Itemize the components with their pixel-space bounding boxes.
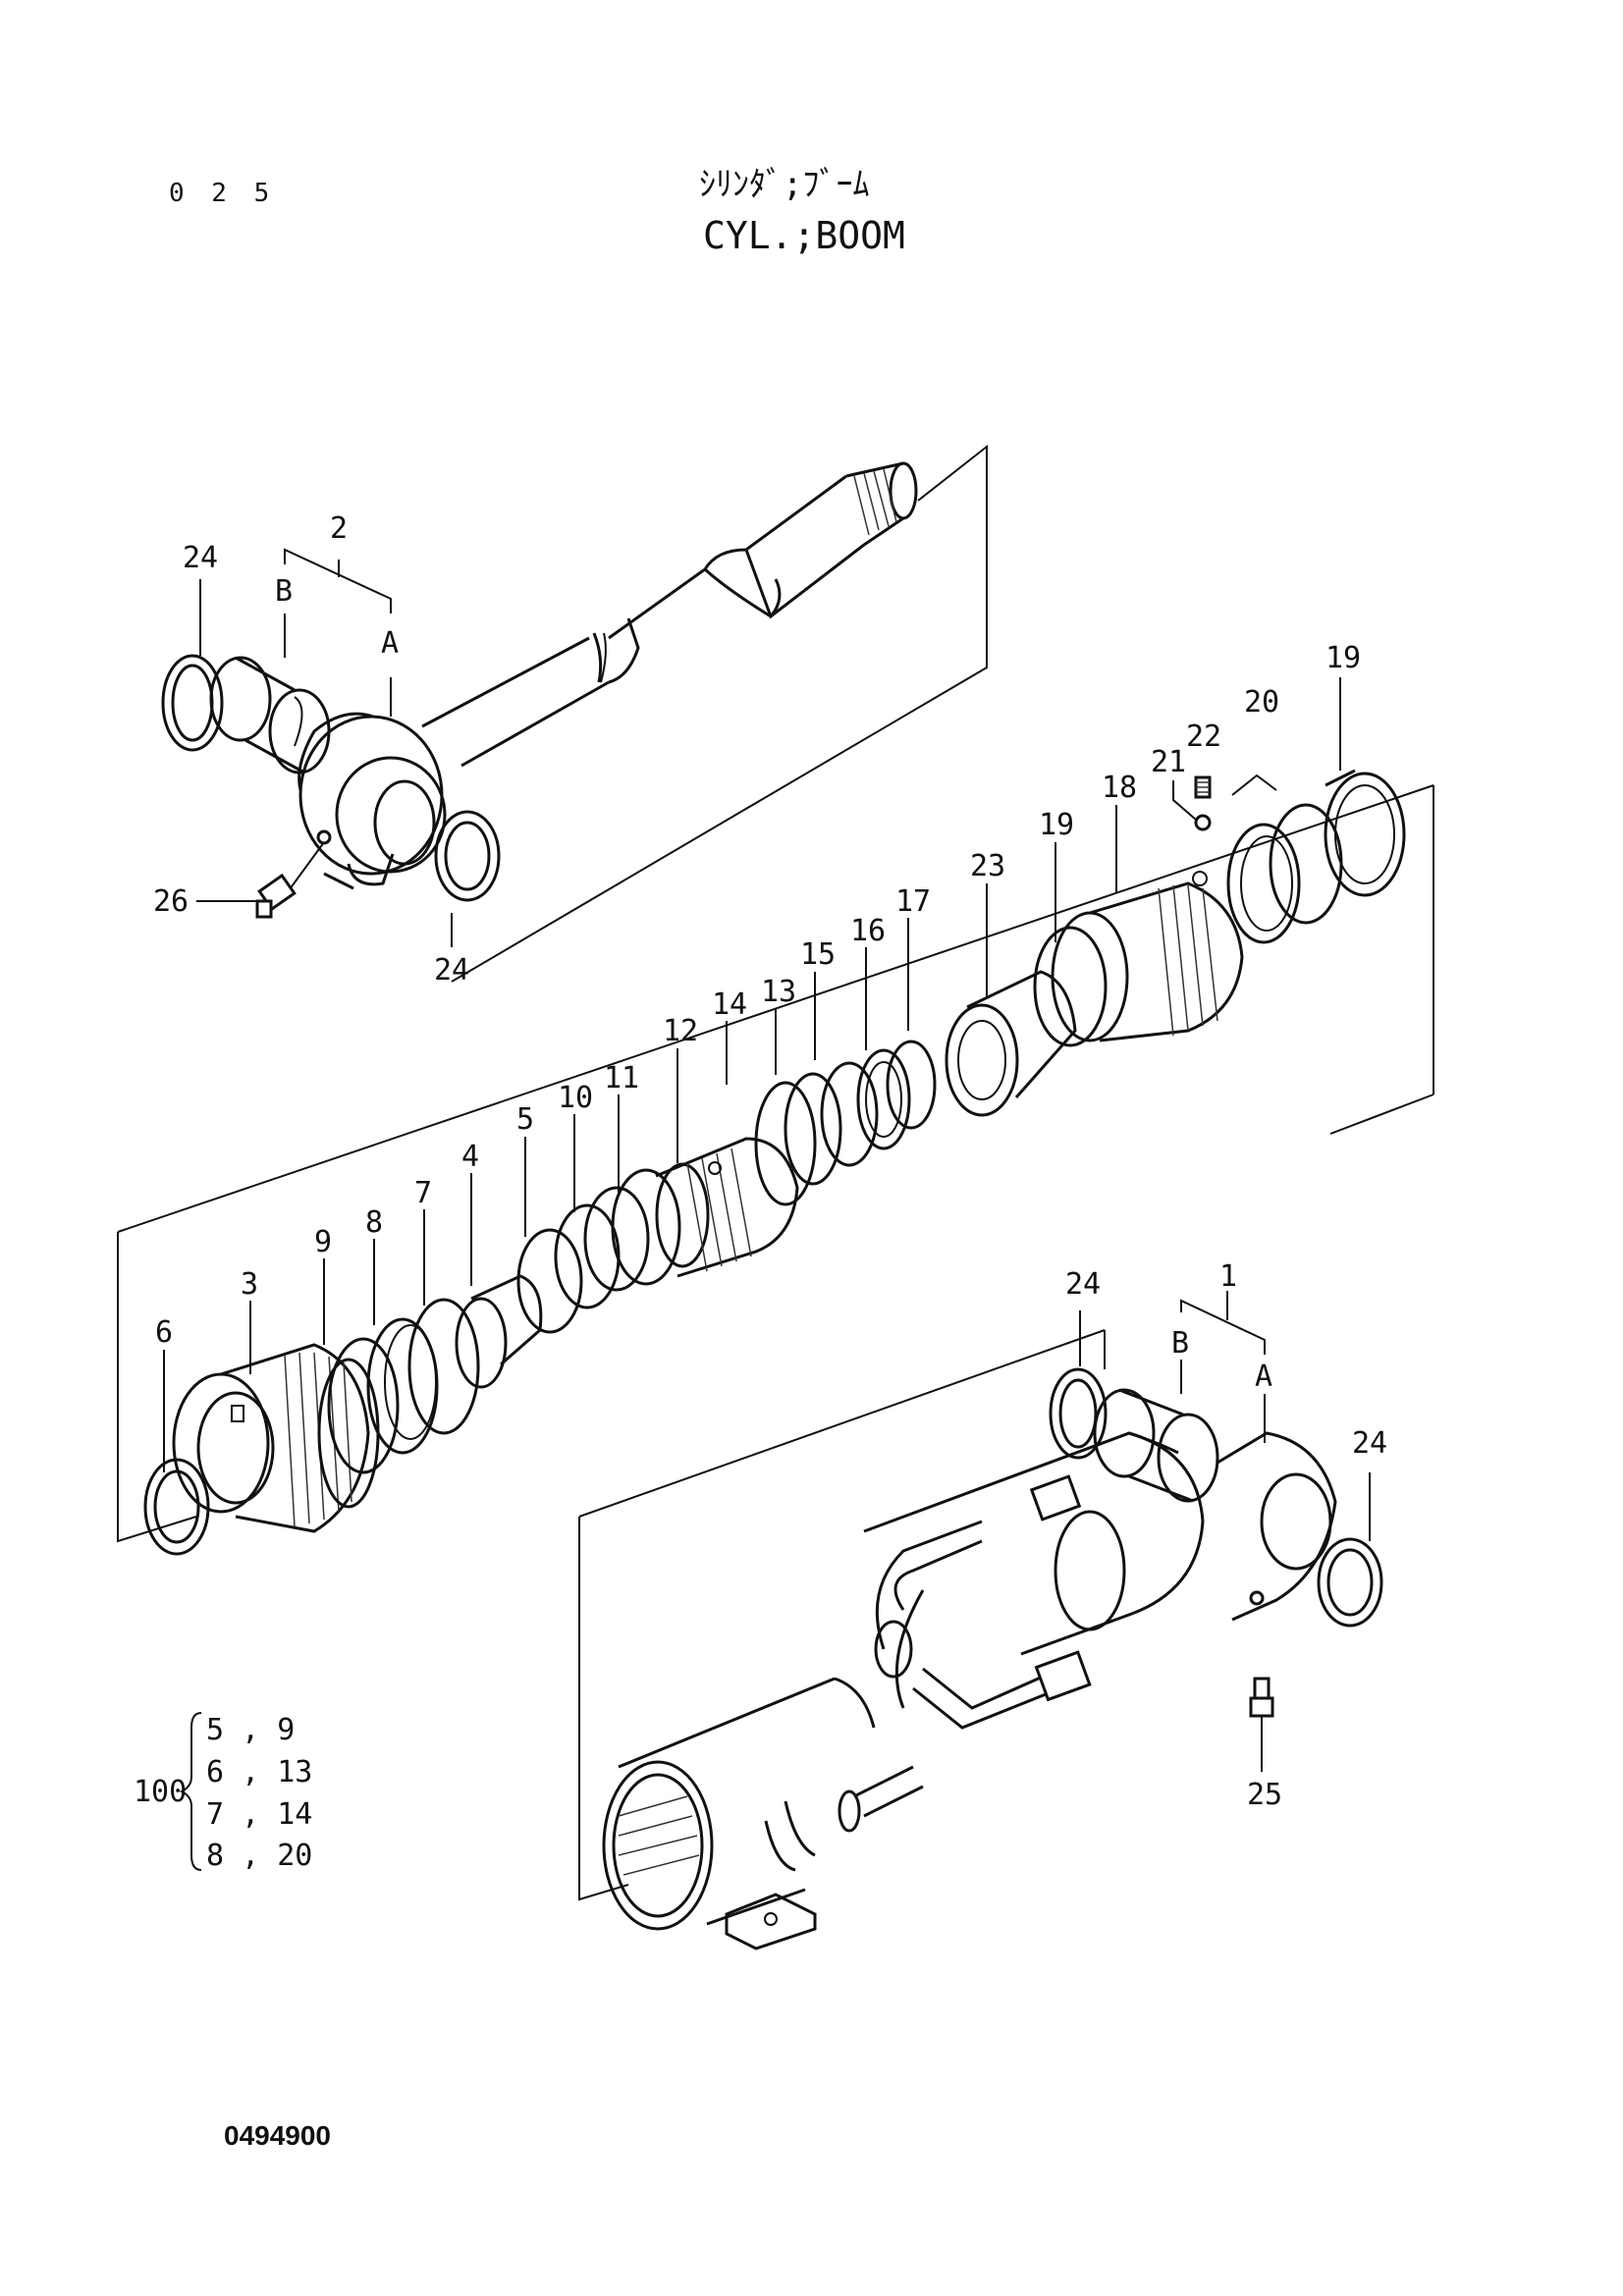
cylinder-tube-group — [578, 1291, 1383, 1950]
callout-23: 23 — [970, 849, 1005, 883]
mounting-foot — [725, 1893, 817, 1950]
callout-14: 14 — [712, 988, 747, 1022]
callout-A-top: A — [381, 626, 399, 661]
piston-12 — [655, 1137, 799, 1278]
wiper-ring-6 — [143, 1458, 210, 1556]
callout-A-bottom: A — [1255, 1360, 1272, 1394]
callout-24-bottom-right: 24 — [1352, 1426, 1387, 1461]
callout-16: 16 — [850, 914, 886, 948]
kit-row-2: 6 , 13 — [206, 1755, 312, 1789]
callout-19-right: 19 — [1325, 641, 1361, 675]
callout-3: 3 — [241, 1267, 258, 1302]
bushing-B-bottom — [1093, 1388, 1219, 1503]
callout-15: 15 — [800, 937, 836, 972]
callout-8: 8 — [365, 1205, 383, 1240]
callout-24-top-left: 24 — [183, 541, 218, 575]
dust-seal-24-bottom-right — [1317, 1537, 1383, 1628]
callout-B-bottom: B — [1171, 1326, 1189, 1361]
callout-1: 1 — [1219, 1259, 1237, 1294]
kit-number: 100 — [134, 1775, 187, 1809]
cylinder-eye-A — [1217, 1431, 1337, 1622]
ball-and-screw-21-22 — [1172, 775, 1212, 831]
rings-5-10-11 — [516, 1168, 681, 1334]
kit-row-1: 5 , 9 — [206, 1713, 295, 1747]
piston-seal-group — [117, 769, 1434, 1556]
callout-19-left: 19 — [1039, 808, 1074, 842]
title-english: CYL.;BOOM — [703, 214, 905, 257]
bushing-4 — [455, 1274, 543, 1389]
callout-21: 21 — [1151, 745, 1186, 779]
callout-25: 25 — [1247, 1778, 1282, 1812]
page-number: 0 2 5 — [169, 179, 276, 208]
rod-thread-end — [845, 461, 918, 547]
grease-fitting-25 — [1249, 1677, 1274, 1772]
callout-B-top: B — [275, 574, 293, 609]
kit-row-4: 8 , 20 — [206, 1839, 312, 1873]
kit-row-3: 7 , 14 — [206, 1797, 312, 1832]
callout-18: 18 — [1102, 771, 1137, 805]
callout-11: 11 — [604, 1061, 639, 1095]
rings-13-to-17 — [754, 1040, 937, 1206]
title-japanese: ｼﾘﾝﾀﾞ;ﾌﾞｰﾑ — [699, 165, 870, 204]
callout-labels: 2 24 B A 26 24 19 20 22 21 18 19 23 17 1… — [153, 511, 1387, 1812]
callout-10: 10 — [558, 1081, 593, 1115]
rings-7-8-9 — [327, 1298, 480, 1474]
callout-24-top-right: 24 — [434, 953, 469, 988]
wear-ring-19-right — [1324, 769, 1406, 897]
piston-18-with-rings — [1033, 871, 1244, 1047]
grease-fitting-26 — [196, 841, 325, 919]
cylinder-head-3 — [172, 1343, 380, 1533]
callout-9: 9 — [314, 1225, 332, 1259]
pipe-lines — [764, 1474, 1092, 1872]
rod-shaft — [421, 474, 865, 768]
callout-26: 26 — [153, 884, 189, 919]
callout-22: 22 — [1186, 720, 1221, 754]
rod-eye-A — [298, 712, 447, 890]
callout-24-bottom-left: 24 — [1065, 1267, 1101, 1302]
cushion-ring-23 — [945, 970, 1077, 1117]
callout-17: 17 — [895, 884, 931, 919]
callout-2: 2 — [330, 511, 348, 546]
callout-13: 13 — [761, 975, 796, 1009]
callout-4: 4 — [461, 1140, 479, 1174]
leader-lines — [163, 677, 1341, 1472]
dust-seal-24-top-right — [434, 810, 501, 902]
kit-table: 100 5 , 9 6 , 13 7 , 14 8 , 20 — [134, 1712, 312, 1873]
drawing-number: 0494900 — [224, 2120, 332, 2151]
rings-20 — [1226, 774, 1343, 944]
cylinder-tube-body — [602, 1431, 1205, 1931]
callout-20: 20 — [1244, 685, 1279, 720]
callout-7: 7 — [414, 1176, 432, 1210]
callout-12: 12 — [663, 1014, 698, 1048]
piston-rod-group — [161, 444, 988, 983]
dust-seal-24-top-left — [161, 654, 224, 752]
dust-seal-24-bottom-left — [1049, 1367, 1108, 1460]
callout-5: 5 — [516, 1102, 534, 1137]
callout-6: 6 — [155, 1315, 173, 1350]
bushing-B-top — [209, 656, 331, 774]
